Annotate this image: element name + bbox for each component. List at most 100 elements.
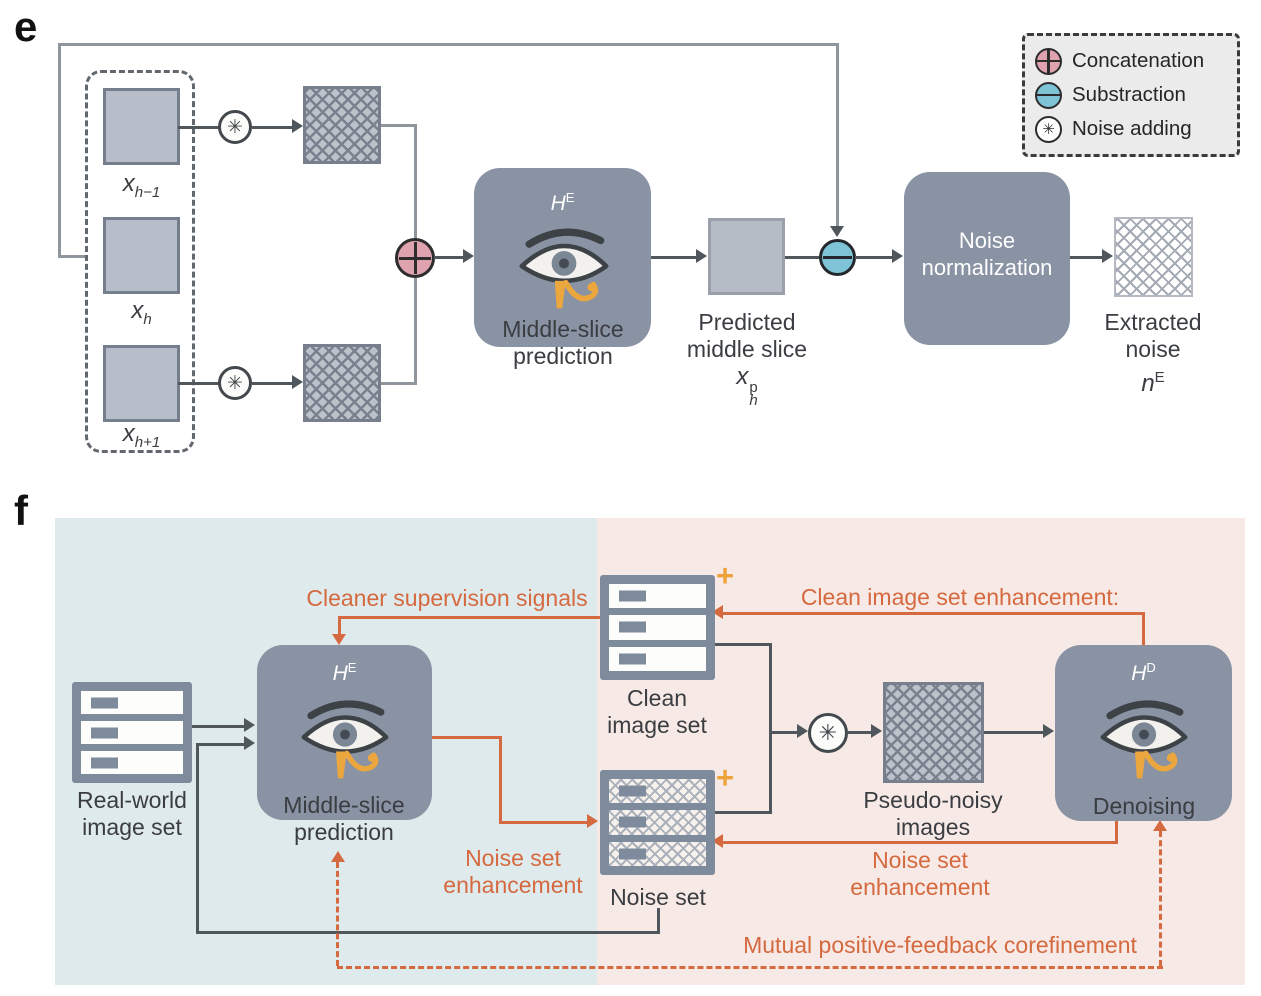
noise-set-icon [600,770,715,875]
wire [252,382,292,385]
wire [836,43,839,228]
legend-label: Noise adding [1072,117,1192,140]
eye-of-horus-icon [298,696,392,782]
wire [651,256,697,259]
clean-image-set-icon [600,575,715,680]
orange-wire [723,841,1117,844]
panel-e-letter: e [14,3,38,50]
wire [178,126,222,129]
asterisk-glyph: ✳ [227,116,243,138]
extracted-noise-patch [1114,217,1193,297]
legend-row-noise-adding: ✳ Noise adding [1035,115,1227,143]
noise-enhancement-left-label: Noise set enhancement [443,845,583,898]
noisy-slice-bottom [303,344,381,422]
arrowhead [797,724,808,738]
wire [785,256,819,259]
legend-label: Substraction [1072,83,1186,106]
orange-wire [1142,612,1145,646]
noise-set-caption: Noise set [610,884,706,910]
arrowhead [331,851,345,862]
mutual-corefinement-label: Mutual positive-feedback corefinement [743,932,1137,958]
hd-title: HD [1131,660,1156,685]
slice-xh+1 [103,345,180,422]
slice-xh-1 [103,88,180,165]
arrowhead [712,834,723,848]
legend-row-concatenation: Concatenation [1035,47,1227,75]
arrowhead [587,814,598,828]
wire [769,731,799,734]
slice-label: xh−1 [122,170,161,201]
wire [848,731,873,734]
arrowhead [871,724,882,738]
plus-badge: + [716,760,735,795]
stack-row [609,810,706,835]
slice-label: xh+1 [122,420,161,451]
stack-row [81,691,183,714]
he-title: HE [550,190,575,215]
stack-row [609,584,706,609]
arrowhead [292,119,303,133]
wire [58,43,839,46]
legend-row-subtraction: Substraction [1035,81,1227,109]
arrowhead [830,226,844,237]
panel-f-letter: f [14,487,28,534]
slice-xh [103,217,180,294]
corefinement-dashed-wire [336,862,339,966]
arrowhead [892,249,903,263]
wire [252,126,292,129]
wire [657,908,660,934]
arrowhead [332,634,346,645]
stack-row [609,646,706,671]
stack-row [81,751,183,774]
extracted-symbol: nE [1141,369,1165,397]
subtraction-node-icon [1035,81,1062,109]
arrowhead [696,249,707,263]
stack-row [81,721,183,744]
wire [58,43,61,258]
wire [178,382,222,385]
file-dash-icon [91,727,118,738]
arrowhead [712,605,723,619]
corefinement-dashed-wire [1159,831,1162,966]
orange-wire [432,736,502,739]
wire [58,255,88,258]
arrowhead [463,249,474,263]
noisy-slice-top [303,86,381,164]
wire [196,743,199,934]
file-dash-icon [619,848,646,860]
file-dash-icon [91,757,118,768]
file-dash-icon [619,621,646,633]
arrowhead [292,375,303,389]
file-dash-icon [619,816,646,828]
wire [381,124,417,127]
wire [1070,256,1103,259]
legend-label: Concatenation [1072,49,1205,72]
cleaner-supervision-label: Cleaner supervision signals [306,585,588,611]
stack-row [609,615,706,640]
concatenation-node-icon [395,238,435,278]
clean-enhancement-label: Clean image set enhancement: [800,584,1120,610]
slice-label: xh [131,297,152,328]
input-group-dashed-box [85,70,195,453]
orange-wire [338,616,341,638]
orange-wire [338,616,600,619]
eye-of-horus-icon [516,224,612,312]
real-world-image-set-icon [72,682,192,783]
arrowhead [1043,724,1054,738]
pseudo-noisy-images-patch [883,682,984,783]
noise-adding-icon: ✳ [218,110,252,144]
orange-wire [723,612,1145,615]
noise-adding-icon: ✳ [808,713,848,753]
wire [434,256,464,259]
hd-caption: Denoising [1092,793,1196,819]
file-dash-icon [619,653,646,665]
stack-row [609,779,706,804]
wire [984,731,1046,734]
orange-wire [1115,820,1118,844]
noise-adding-icon: ✳ [218,366,252,400]
